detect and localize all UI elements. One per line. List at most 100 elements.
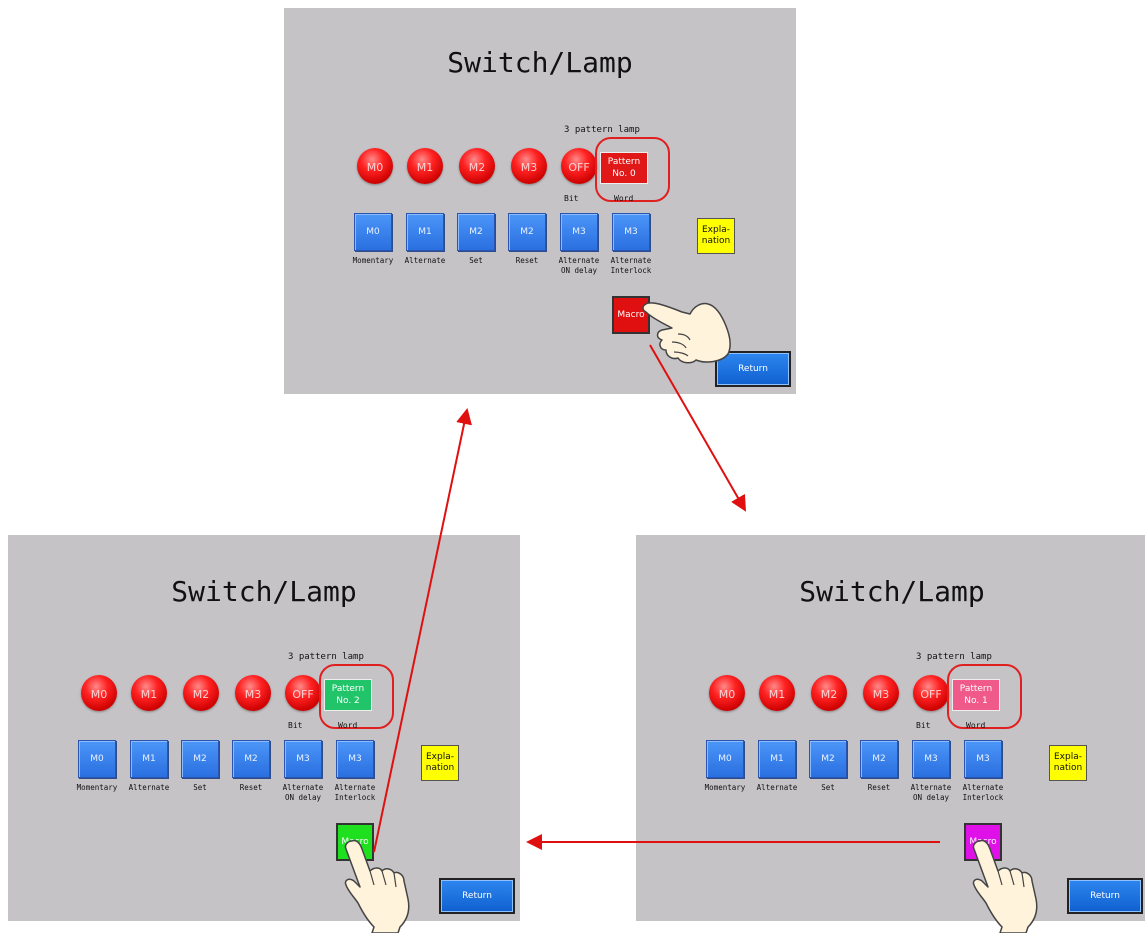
switch-button-0[interactable]: M0 — [706, 740, 744, 778]
switch-caption: Alternate ON delay — [910, 783, 952, 802]
lamp-1: M1 — [759, 675, 795, 711]
lamp-label: M1 — [140, 687, 158, 701]
lamp-0: M0 — [81, 675, 117, 711]
explanation-button[interactable]: Expla- nation — [421, 745, 459, 781]
switch-label: M1 — [770, 754, 784, 764]
lamp-label: OFF — [292, 687, 314, 701]
switch-button-1[interactable]: M1 — [758, 740, 796, 778]
lamp-label: OFF — [568, 160, 590, 174]
switch-button-0[interactable]: M0 — [354, 213, 392, 251]
lamp-0: M0 — [357, 148, 393, 184]
switch-caption: Set — [193, 783, 207, 792]
lamp-4: OFF — [561, 148, 597, 184]
lamp-3: M3 — [863, 675, 899, 711]
macro-label: Macro — [617, 310, 645, 320]
lamp-2: M2 — [811, 675, 847, 711]
switch-caption: Alternate — [756, 783, 798, 792]
lamp-1: M1 — [131, 675, 167, 711]
switch-label: M3 — [296, 754, 310, 764]
page-title: Switch/Lamp — [171, 575, 357, 608]
switch-button-2[interactable]: M2 — [457, 213, 495, 251]
switch-caption: Alternate Interlock — [962, 783, 1004, 802]
page-title: Switch/Lamp — [447, 46, 633, 79]
word-label: Word — [338, 721, 358, 730]
switch-caption: Momentary — [76, 783, 118, 792]
switch-button-4[interactable]: M3 — [912, 740, 950, 778]
macro-button[interactable]: Macro — [612, 296, 650, 334]
switch-caption: Momentary — [352, 256, 394, 265]
return-button[interactable]: Return — [1067, 878, 1143, 914]
word-label: Word — [966, 721, 986, 730]
switch-label: M1 — [142, 754, 156, 764]
word-pattern-lamp: Pattern No. 0 — [600, 152, 648, 184]
switch-caption: Alternate Interlock — [334, 783, 376, 802]
explanation-button[interactable]: Expla- nation — [697, 218, 735, 254]
switch-button-2[interactable]: M2 — [809, 740, 847, 778]
switch-button-5[interactable]: M3 — [336, 740, 374, 778]
switch-label: M2 — [193, 754, 207, 764]
switch-caption: Alternate — [128, 783, 170, 792]
switch-label: M3 — [976, 754, 990, 764]
lamp-2: M2 — [459, 148, 495, 184]
lamp-label: M0 — [90, 687, 108, 701]
bit-label: Bit — [288, 721, 303, 730]
return-label: Return — [1090, 891, 1120, 901]
switch-button-3[interactable]: M2 — [860, 740, 898, 778]
switch-label: M3 — [572, 227, 586, 237]
lamp-3: M3 — [511, 148, 547, 184]
return-label: Return — [462, 891, 492, 901]
switch-label: M2 — [520, 227, 534, 237]
switch-label: M3 — [624, 227, 638, 237]
switch-label: M3 — [924, 754, 938, 764]
switch-button-5[interactable]: M3 — [964, 740, 1002, 778]
word-pattern-lamp: Pattern No. 1 — [952, 679, 1000, 711]
pointing-hand-icon — [972, 839, 1038, 934]
switch-button-3[interactable]: M2 — [232, 740, 270, 778]
switch-label: M0 — [718, 754, 732, 764]
switch-button-1[interactable]: M1 — [130, 740, 168, 778]
lamp-label: M2 — [820, 687, 838, 701]
switch-button-0[interactable]: M0 — [78, 740, 116, 778]
lamp-label: M2 — [468, 160, 486, 174]
switch-label: M2 — [244, 754, 258, 764]
switch-caption: Momentary — [704, 783, 746, 792]
word-label: Word — [614, 194, 634, 203]
bit-label: Bit — [564, 194, 579, 203]
pointing-hand — [966, 837, 1046, 937]
pointing-hand-icon — [642, 302, 731, 364]
switch-button-1[interactable]: M1 — [406, 213, 444, 251]
highlight-ring — [319, 664, 394, 729]
lamp-label: M0 — [718, 687, 736, 701]
word-lamp-line1: Pattern — [607, 157, 641, 167]
switch-caption: Reset — [239, 783, 263, 792]
switch-button-4[interactable]: M3 — [284, 740, 322, 778]
switch-caption: Alternate ON delay — [282, 783, 324, 802]
switch-caption: Reset — [515, 256, 539, 265]
switch-button-4[interactable]: M3 — [560, 213, 598, 251]
lamp-label: M3 — [244, 687, 262, 701]
lamp-1: M1 — [407, 148, 443, 184]
pattern-lamp-label: 3 pattern lamp — [916, 652, 992, 662]
lamp-4: OFF — [285, 675, 321, 711]
pattern-lamp-label: 3 pattern lamp — [288, 652, 364, 662]
switch-button-3[interactable]: M2 — [508, 213, 546, 251]
lamp-2: M2 — [183, 675, 219, 711]
switch-caption: Reset — [867, 783, 891, 792]
switch-button-2[interactable]: M2 — [181, 740, 219, 778]
return-button[interactable]: Return — [439, 878, 515, 914]
switch-label: M2 — [872, 754, 886, 764]
explanation-button[interactable]: Expla- nation — [1049, 745, 1087, 781]
switch-button-5[interactable]: M3 — [612, 213, 650, 251]
switch-label: M2 — [469, 227, 483, 237]
lamp-label: M1 — [416, 160, 434, 174]
word-pattern-lamp: Pattern No. 2 — [324, 679, 372, 711]
highlight-ring — [595, 137, 670, 202]
lamp-label: M2 — [192, 687, 210, 701]
pointing-hand — [642, 294, 734, 368]
lamp-label: M0 — [366, 160, 384, 174]
highlight-ring — [947, 664, 1022, 729]
lamp-label: OFF — [920, 687, 942, 701]
word-lamp-line1: Pattern — [331, 684, 365, 694]
word-lamp-line2: No. 1 — [964, 696, 988, 706]
